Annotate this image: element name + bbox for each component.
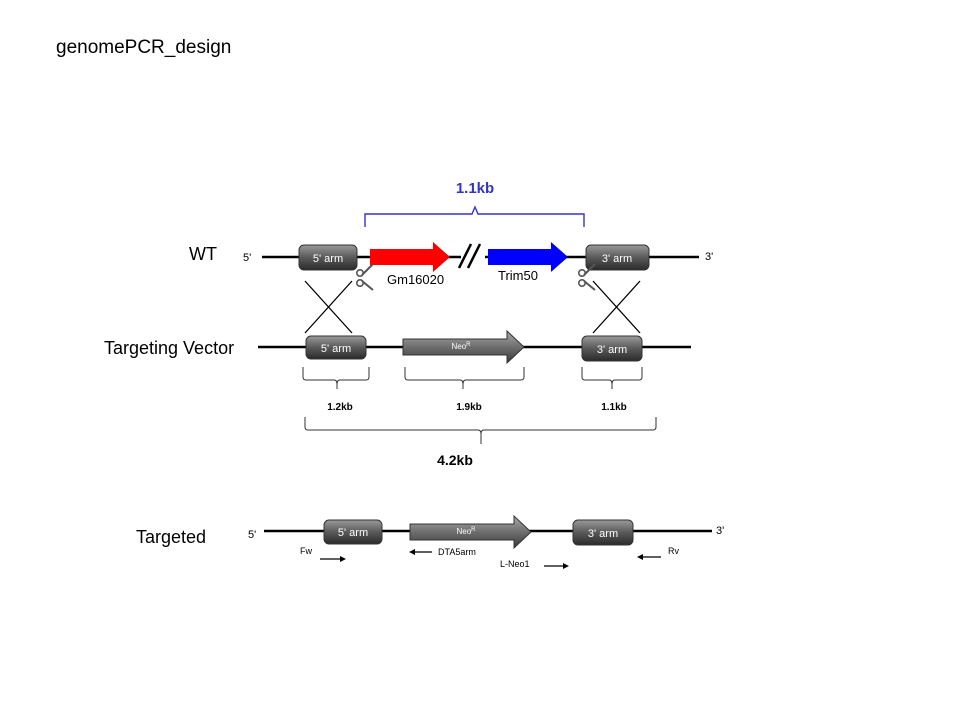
vector-3arm-label: 3' arm [597, 344, 627, 356]
gene-gm16020-arrow [370, 242, 450, 272]
vector-neo-arrow [402, 329, 525, 365]
primer-dta5arm-label: DTA5arm [438, 547, 476, 557]
brace-total [304, 417, 657, 444]
vector-5arm-box [305, 335, 367, 360]
break-mark-icon [457, 243, 485, 270]
primer-dta5arm-arrow-icon [409, 549, 432, 555]
wt-label: WT [189, 244, 217, 264]
wt-5arm-box [298, 244, 358, 271]
primer-fw-arrow-icon [320, 556, 346, 562]
size-5arm-label: 1.2kb [327, 402, 353, 413]
page-title: genomePCR_design [56, 37, 231, 58]
primer-lneo1-label: L-Neo1 [500, 559, 530, 569]
gene-trim50-arrow [488, 242, 568, 272]
brace-3arm [581, 367, 643, 389]
primer-lneo1-arrow-icon [544, 563, 569, 569]
wt-size-bracket [364, 205, 585, 227]
targeted-3prime-label: 3' [716, 525, 724, 537]
vector-label: Targeting Vector [104, 338, 234, 358]
targeted-label: Targeted [136, 527, 206, 547]
brace-5arm [302, 367, 370, 389]
gene-gm16020-label: Gm16020 [387, 272, 444, 287]
targeted-neo-label: NeoR [456, 527, 476, 536]
wt-5arm-label: 5' arm [313, 253, 343, 265]
vector-5arm-label: 5' arm [321, 343, 351, 355]
wt-5prime-label: 5' [243, 252, 251, 264]
primer-rv-arrow-icon [637, 554, 661, 560]
brace-neo [404, 367, 525, 389]
wt-3arm-box [585, 244, 650, 271]
primer-fw-label: Fw [300, 546, 312, 556]
crossover-left [304, 280, 353, 334]
primer-rv-label: Rv [668, 546, 679, 556]
targeted-3arm-box [572, 519, 634, 546]
targeted-5arm-box [323, 519, 383, 545]
targeted-5arm-label: 5' arm [338, 527, 368, 539]
size-3arm-label: 1.1kb [601, 402, 627, 413]
gene-trim50-label: Trim50 [498, 268, 538, 283]
scissors-icon [355, 263, 374, 291]
crossover-right [592, 280, 641, 334]
size-neo-label: 1.9kb [456, 402, 482, 413]
targeted-5prime-label: 5' [248, 529, 256, 541]
vector-neo-label: NeoR [451, 342, 471, 351]
targeted-3arm-label: 3' arm [588, 528, 618, 540]
size-total-label: 4.2kb [437, 452, 473, 468]
vector-3arm-box [581, 335, 643, 362]
wt-3arm-label: 3' arm [602, 253, 632, 265]
wt-size-label: 1.1kb [456, 180, 494, 197]
wt-3prime-label: 3' [705, 251, 713, 263]
targeted-neo-arrow [409, 514, 532, 550]
